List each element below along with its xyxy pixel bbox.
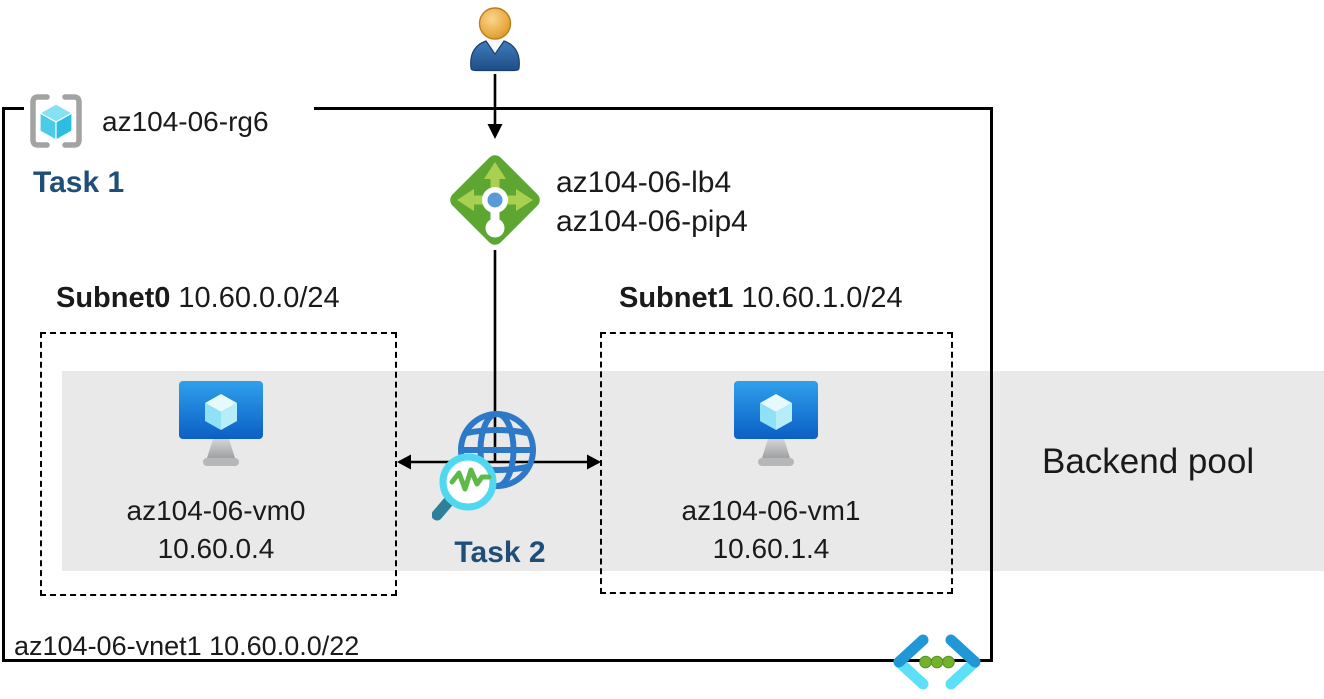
backend-pool-label: Backend pool	[1042, 442, 1255, 481]
vm-icon	[734, 381, 818, 466]
task1-label: Task 1	[33, 166, 125, 199]
backend-pool-band	[62, 371, 1324, 571]
resource-group-label: az104-06-rg6	[102, 106, 269, 137]
vm1-caption: az104-06-vm1 10.60.1.4	[621, 492, 921, 568]
subnet0-boundary	[40, 332, 397, 596]
subnet1-boundary	[600, 332, 953, 594]
vm0-name: az104-06-vm0	[126, 495, 306, 526]
load-balancer-icon	[450, 155, 540, 245]
vm0-ip: 10.60.0.4	[157, 533, 275, 564]
vnet-label: az104-06-vnet1 10.60.0.0/22	[14, 631, 360, 661]
vm0-caption: az104-06-vm0 10.60.0.4	[66, 492, 366, 568]
resource-group-icon	[30, 94, 82, 148]
load-balancer-labels: az104-06-lb4 az104-06-pip4	[556, 163, 748, 241]
resource-group-boundary	[2, 107, 993, 662]
virtual-network-icon	[893, 634, 981, 690]
vm1-name: az104-06-vm1	[681, 495, 861, 526]
user-icon	[470, 7, 520, 72]
vm-icon	[179, 381, 263, 466]
resource-group-border-gap	[24, 104, 314, 113]
load-balancer-name: az104-06-lb4	[556, 166, 732, 199]
subnet0-name: Subnet0	[56, 282, 171, 314]
subnet0-cidr: 10.60.0.0/24	[178, 282, 340, 314]
vm1-ip: 10.60.1.4	[712, 533, 830, 564]
network-watcher-globe-icon	[432, 411, 536, 521]
subnet1-cidr: 10.60.1.0/24	[741, 282, 903, 314]
subnet1-name: Subnet1	[619, 282, 734, 314]
task2-label: Task 2	[454, 536, 546, 569]
public-ip-name: az104-06-pip4	[556, 205, 748, 238]
